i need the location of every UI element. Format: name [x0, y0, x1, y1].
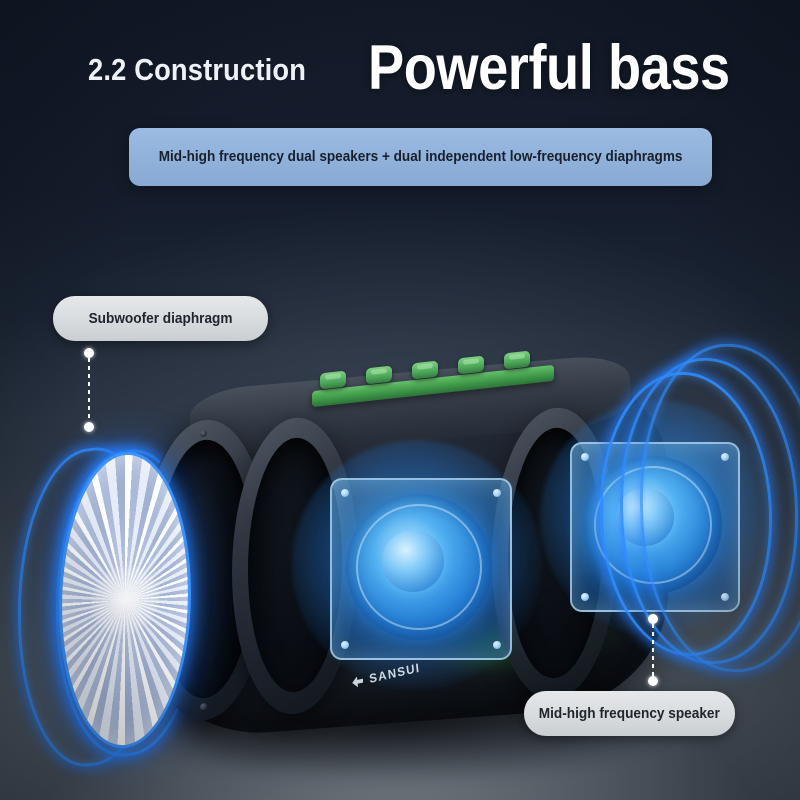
leader-dot-bottom — [648, 676, 658, 686]
control-button-2[interactable] — [366, 365, 392, 385]
header: 2.2 Construction Powerful bass — [0, 0, 800, 120]
leader-dash — [652, 624, 654, 676]
page-title: Powerful bass — [368, 33, 730, 103]
control-button-4[interactable] — [458, 355, 484, 375]
section-kicker: 2.2 Construction — [88, 52, 307, 87]
radiator-center-highlight — [90, 561, 160, 639]
feature-banner: Mid-high frequency dual speakers + dual … — [129, 128, 712, 186]
control-button-5[interactable] — [504, 350, 530, 370]
driver-dome-center — [382, 530, 444, 592]
callout-mid-high-label: Mid-high frequency speaker — [538, 705, 721, 722]
control-button-1[interactable] — [320, 370, 346, 390]
leader-dot-bottom — [84, 422, 94, 432]
sansui-chevron-icon — [352, 675, 364, 688]
leader-dot-top — [84, 348, 94, 358]
callout-subwoofer-diaphragm: Subwoofer diaphragm — [53, 296, 268, 341]
leader-line-mid-high — [648, 614, 658, 686]
leader-line-subwoofer — [84, 348, 94, 432]
callout-subwoofer-label: Subwoofer diaphragm — [88, 310, 233, 327]
control-button-3[interactable] — [412, 360, 438, 380]
leader-dash — [88, 358, 90, 422]
callout-mid-high-speaker: Mid-high frequency speaker — [524, 691, 735, 736]
leader-dot-top — [648, 614, 658, 624]
feature-banner-text: Mid-high frequency dual speakers + dual … — [158, 149, 683, 165]
